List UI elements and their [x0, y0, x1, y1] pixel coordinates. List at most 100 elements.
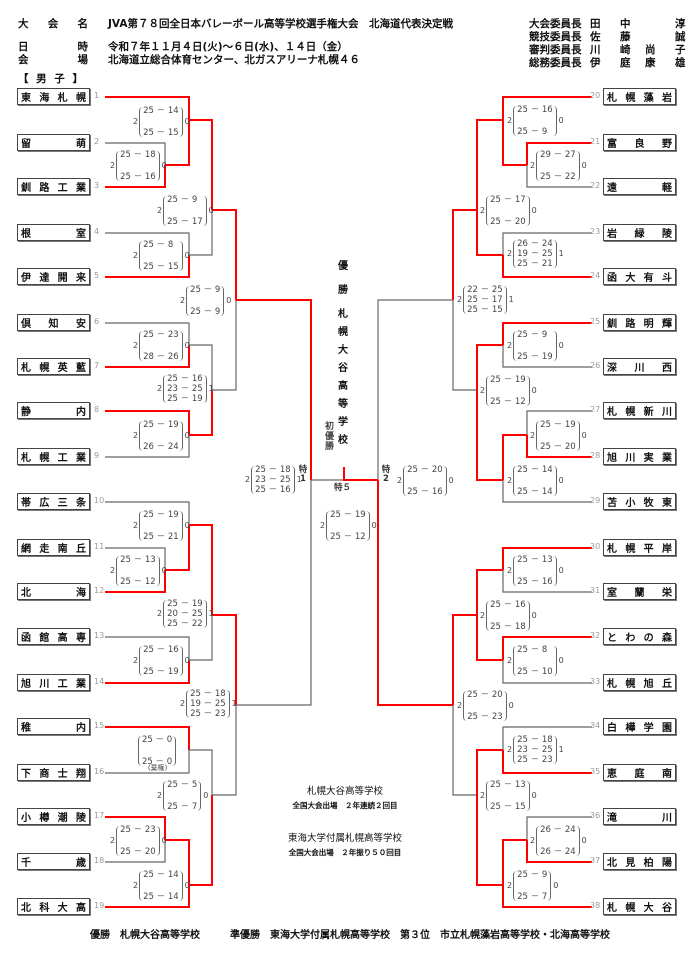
set-score: 25 － 19 [330, 510, 366, 520]
label-venue: 会 場 [18, 52, 88, 67]
special-seed-2: 特 2 [380, 465, 392, 485]
bracket-line [105, 885, 190, 908]
sets-won: 2 [133, 431, 139, 440]
team-name-char: 安 [76, 319, 86, 330]
bracket-line [236, 299, 312, 480]
set-score: 25 － 9 [517, 126, 548, 137]
sets-won: 2 [133, 341, 139, 350]
team-number: 17 [94, 811, 105, 820]
sets-lost: 0 [558, 656, 564, 665]
sets-lost: 0 [184, 117, 190, 126]
sets-lost: 0 [581, 161, 587, 170]
bracket-line [502, 726, 592, 750]
team-name-char: 大 [643, 903, 654, 914]
bracket-line [212, 614, 237, 705]
set-score: 25 － 20 [467, 690, 503, 700]
bracket-line [105, 547, 166, 570]
team-name-char: 牧 [643, 498, 654, 509]
set-score: 29 － 27 [540, 150, 576, 160]
bracket-line [165, 525, 190, 571]
bracket-line [377, 299, 453, 480]
team-name-char: 小 [21, 813, 31, 824]
team-24: 函大有斗 [603, 268, 676, 285]
bracket-line [105, 660, 190, 684]
bracket-line [105, 165, 166, 188]
special-seed-5: 特５ [334, 483, 352, 493]
team-name-char: 士 [57, 769, 68, 780]
team-8: 静内 [17, 402, 90, 419]
bracket-line [502, 660, 592, 684]
team-name-char: 川 [39, 679, 50, 690]
bracket-line [476, 615, 503, 661]
bracket-line [526, 165, 592, 188]
set-score: 25 － 17 [167, 216, 203, 227]
set-score: 25 － 10 [517, 666, 553, 677]
official-name-char: 淳 [675, 18, 686, 30]
team-name-char: 来 [75, 273, 86, 284]
team-number: 38 [590, 901, 601, 910]
official-title: 大会委員長 [529, 18, 582, 30]
set-score: 25 － 20 [407, 465, 443, 475]
team-9: 札幌工業 [17, 448, 90, 465]
team-name-char: 樽 [39, 813, 50, 824]
sets-lost: 0 [531, 206, 537, 215]
set-score: 25 － 18 [255, 465, 291, 475]
set-score: 23 － 25 [255, 474, 291, 485]
sets-lost: 0 [558, 476, 564, 485]
bracket-line [105, 501, 190, 525]
team-3: 釧路工業 [17, 178, 90, 195]
sets-won: 2 [133, 656, 139, 665]
set-score: 23 － 25 [517, 744, 553, 755]
sets-lost: 1 [208, 609, 214, 618]
team-name-char: わ [625, 633, 636, 644]
sets-lost: 0 [208, 206, 214, 215]
team-number: 25 [590, 317, 601, 326]
team-6: 倶知安 [17, 314, 90, 331]
set-score: 25 － 16 [517, 105, 553, 115]
official-name-char: 伊 [590, 57, 601, 69]
bracket-line [105, 232, 190, 255]
bracket-line [105, 570, 166, 593]
team-7: 札幌英藍 [17, 358, 90, 375]
sets-won: 2 [457, 701, 463, 710]
sets-won: 2 [180, 699, 186, 708]
sets-lost: 0 [558, 566, 564, 575]
set-score: 19 － 25 [190, 698, 226, 709]
team-name-char: 歳 [76, 858, 86, 869]
sets-lost: 0 [184, 251, 190, 260]
team-17: 小樽潮陵 [17, 808, 90, 825]
team-34: 白樺学園 [603, 718, 676, 735]
team-name-char: 函 [607, 273, 617, 284]
team-name-char: 旭 [643, 679, 654, 690]
official-name-char: 佐 [590, 31, 601, 43]
bracket-line [526, 840, 592, 863]
set-score: 26 － 24 [540, 846, 576, 857]
team-name-char: 柏 [643, 858, 654, 869]
sets-won: 2 [507, 745, 513, 754]
note-school: 札幌大谷高等学校 [306, 786, 383, 797]
set-score: 28 － 26 [143, 351, 179, 362]
set-score: 25 － 8 [517, 645, 548, 655]
set-score: 25 － 23 [190, 708, 226, 719]
team-30: 札幌平岸 [603, 539, 676, 556]
team-name-char: 実 [643, 453, 654, 464]
bracket-line [502, 480, 592, 503]
sets-lost: 0 [558, 341, 564, 350]
set-score: 25 － 18 [120, 150, 156, 160]
team-name-char: 札 [57, 93, 68, 104]
official-name-char: 庭 [620, 57, 631, 69]
sets-lost: 0 [184, 431, 190, 440]
team-name-char: 工 [57, 453, 68, 464]
team-name-char: 旭 [21, 679, 31, 690]
team-number: 34 [590, 721, 601, 730]
team-name-char: 平 [643, 544, 654, 555]
label-char: 時 [77, 41, 89, 53]
label-tournament: 大 会 名 [18, 16, 88, 31]
official-name-char: 田 [590, 18, 601, 30]
